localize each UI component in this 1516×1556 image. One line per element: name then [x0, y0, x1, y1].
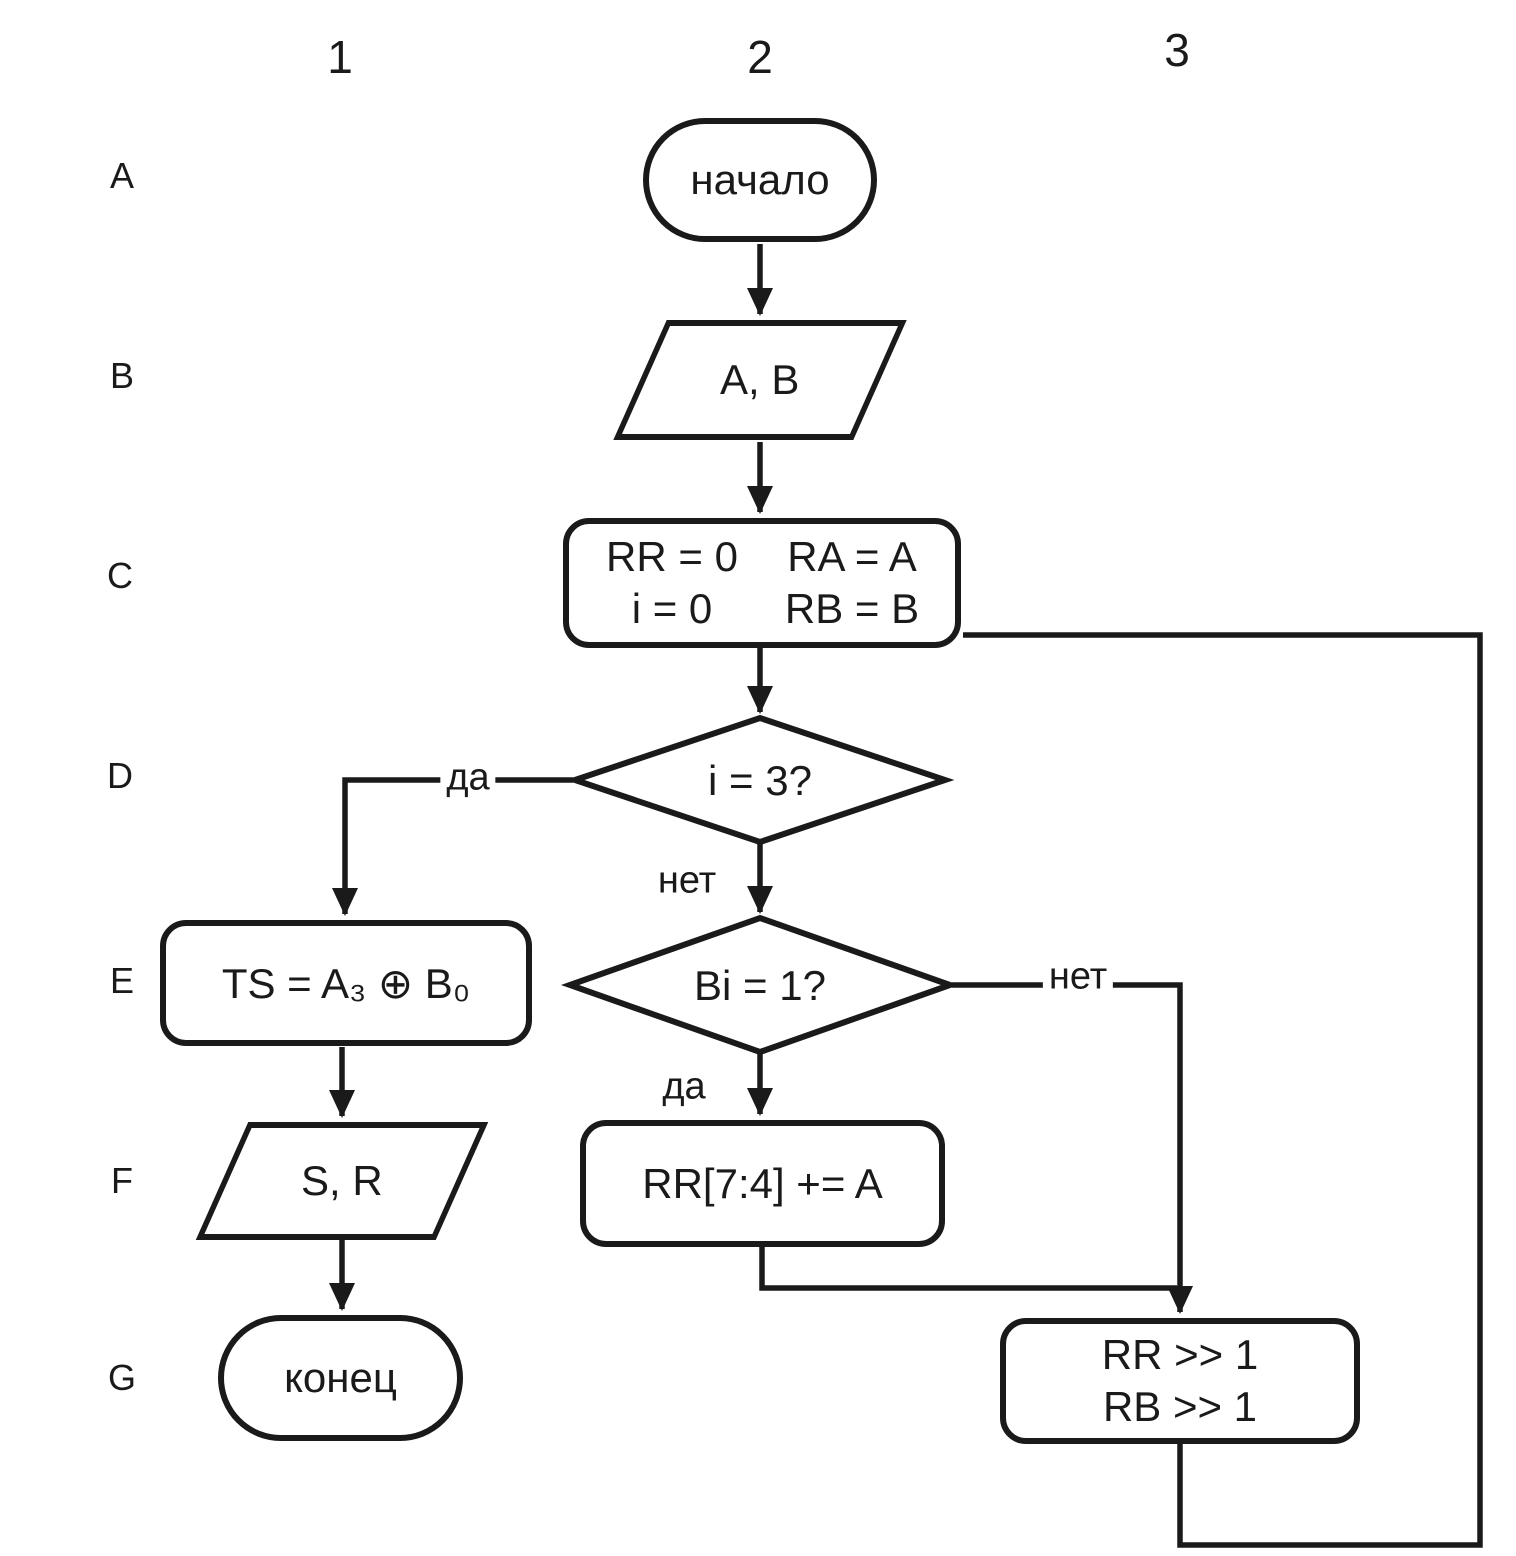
column-label-1: 1 [327, 31, 353, 83]
ts-label: TS = A₃ ⊕ B₀ [221, 959, 471, 1007]
shift-node: RR >> 1 RB >> 1 [1000, 1318, 1360, 1444]
start-node: начало [643, 118, 877, 242]
loop-check-diamond [565, 714, 955, 846]
end-label: конец [284, 1354, 397, 1401]
init-cell-i: i = 0 [631, 585, 713, 632]
init-node: RR = 0 RA = A i = 0 RB = B [563, 518, 961, 648]
loop-no-edge-label: нет [651, 859, 723, 903]
output-label: S, R [301, 1157, 383, 1204]
bit-no-edge-label: нет [1042, 955, 1114, 999]
init-cell-rb: RB = B [784, 585, 920, 632]
bit-check-label: Bi = 1? [694, 962, 826, 1009]
add-node: RR[7:4] += A [580, 1120, 945, 1247]
loop-yes-edge-label: да [440, 756, 496, 800]
edge-loop-back [963, 632, 1483, 1548]
row-label-b: B [109, 355, 135, 396]
row-label-g: G [107, 1357, 137, 1398]
edge-loop-yes-to-ts [332, 777, 573, 916]
init-cell-rr: RR = 0 [606, 532, 738, 580]
row-label-f: F [111, 1160, 133, 1201]
bit-yes-edge-label: да [656, 1065, 712, 1109]
end-node: конец [218, 1315, 463, 1441]
column-label-3: 3 [1164, 24, 1190, 76]
edge-add-merge [759, 1247, 1177, 1291]
row-label-a: A [109, 155, 135, 196]
row-label-d: D [107, 755, 133, 796]
add-label: RR[7:4] += A [642, 1159, 883, 1207]
shift-line-rr: RR >> 1 [1101, 1330, 1259, 1378]
init-cell-ra: RA = A [787, 532, 917, 580]
ts-node: TS = A₃ ⊕ B₀ [160, 920, 532, 1046]
row-label-e: E [109, 960, 135, 1001]
row-label-c: C [107, 555, 133, 596]
edge-bit-no-to-shift [952, 982, 1193, 1314]
shift-line-rb: RB >> 1 [1102, 1383, 1258, 1430]
loop-check-label: i = 3? [708, 757, 812, 804]
column-label-2: 2 [747, 31, 773, 83]
bit-check-diamond [560, 914, 960, 1056]
init-grid: RR = 0 RA = A i = 0 RB = B [569, 531, 955, 636]
start-label: начало [690, 156, 830, 203]
input-label: A, B [720, 356, 800, 403]
